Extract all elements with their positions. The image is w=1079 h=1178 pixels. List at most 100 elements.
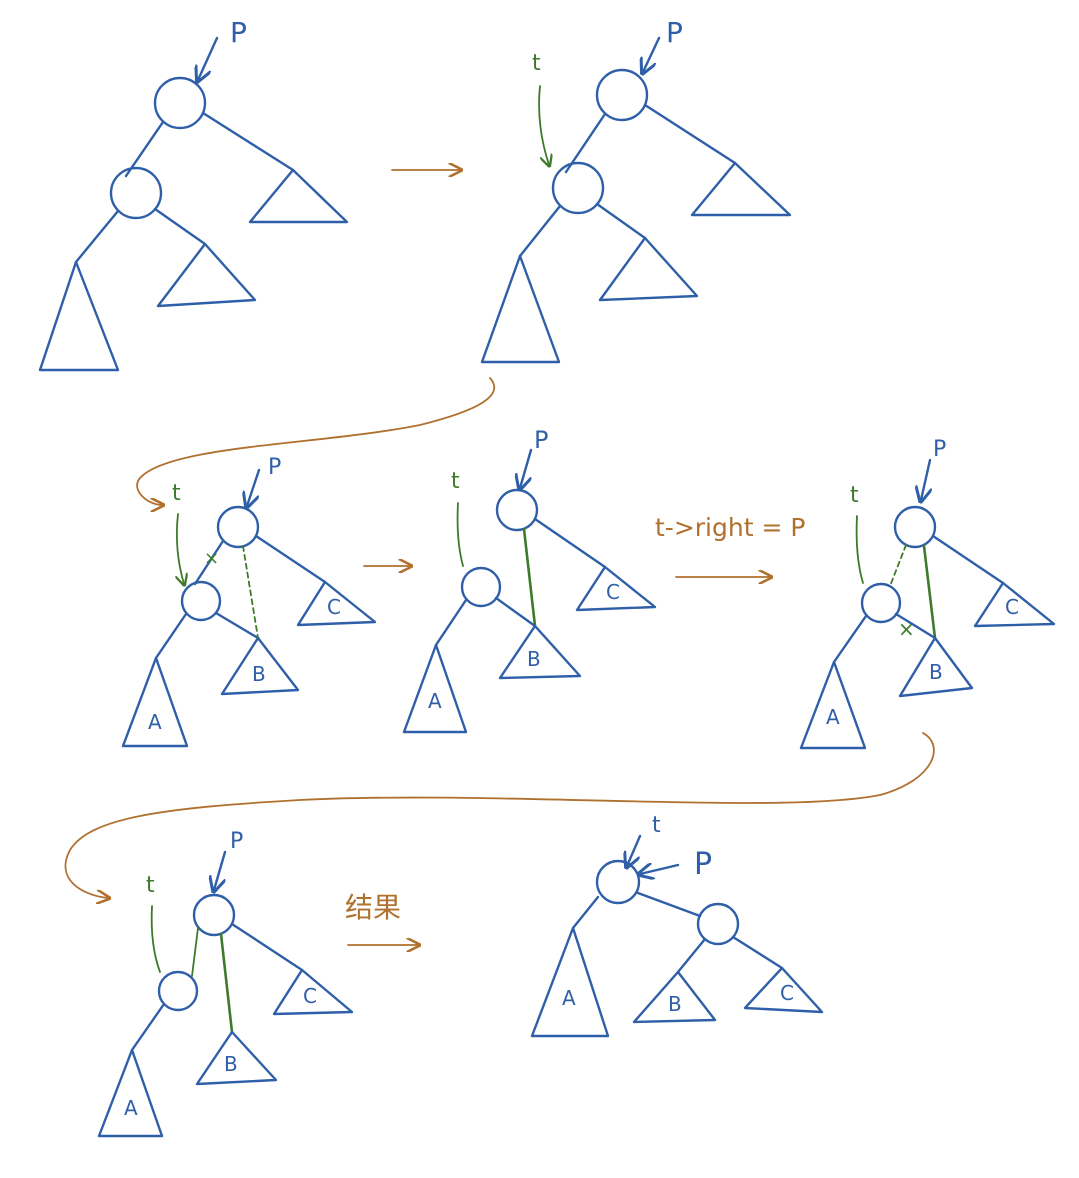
p-label: P: [694, 847, 712, 882]
subtree-b: [195, 1030, 278, 1086]
t-label: t: [850, 483, 859, 508]
node-p: [696, 902, 740, 946]
edge-p-right: [731, 935, 784, 970]
edge-t-left: [571, 895, 600, 930]
t-label: t: [146, 873, 155, 898]
subtree-b-label: B: [668, 992, 682, 1016]
node-p: [595, 68, 649, 122]
node-t-root: [595, 859, 641, 905]
subtree-b: [632, 970, 717, 1024]
edge-p-right: [931, 534, 1005, 585]
p-pointer-arrow: [214, 850, 227, 890]
edge-p-left: [193, 539, 225, 586]
result-label: 结果: [345, 891, 401, 924]
link-p-left-to-b: [219, 932, 234, 1034]
subtree-a: [402, 643, 468, 734]
edge-t-right: [153, 207, 207, 246]
link-p-left-to-b: [522, 527, 537, 628]
subtree-c-label: C: [303, 984, 317, 1008]
step-note: t->right = P: [655, 513, 805, 542]
node-t: [551, 161, 605, 215]
edge-t-left: [130, 1002, 166, 1052]
node-p: [192, 893, 236, 937]
edge-t-right: [636, 891, 702, 918]
p-label: P: [230, 829, 243, 854]
t-pointer-arrow: [177, 513, 184, 584]
edge-t-right: [595, 202, 647, 240]
subtree-a: [480, 254, 561, 364]
edge-p-right: [643, 103, 737, 165]
step-4-p-left-to-b: P C B A t: [402, 426, 657, 734]
t-pointer-arrow: [538, 85, 549, 165]
edge-t-left: [434, 598, 468, 647]
subtree-a: [38, 260, 120, 372]
subtree-a: [97, 1048, 164, 1138]
subtree-b: [598, 236, 699, 302]
subtree-b: [898, 636, 974, 698]
subtree-a-label: A: [148, 710, 162, 734]
subtree-b: [220, 636, 300, 696]
link-p-left-to-b: [922, 544, 937, 640]
p-pointer-arrow: [921, 458, 930, 500]
subtree-a-label: A: [562, 986, 576, 1010]
cut-mark: ×: [898, 617, 915, 641]
t-pointer-arrow: [627, 834, 642, 866]
t-label: t: [652, 813, 661, 838]
subtree-a-label: A: [428, 689, 442, 713]
link-t-right-to-p: [191, 927, 199, 977]
p-label: P: [933, 437, 946, 462]
step-1-initial-tree: P: [38, 16, 349, 372]
subtree-c: [575, 565, 657, 612]
p-pointer-arrow: [640, 865, 680, 874]
subtree-b-label: B: [527, 647, 541, 671]
subtree-c: [296, 580, 377, 627]
node-p: [216, 505, 260, 549]
node-t: [157, 970, 199, 1012]
node-t: [180, 580, 222, 622]
t-pointer-line: [150, 905, 161, 973]
node-t: [860, 582, 902, 624]
subtree-c-label: C: [1005, 595, 1019, 619]
step-7-result-tree: t P A B C: [530, 813, 824, 1038]
t-pointer-line: [855, 515, 864, 584]
p-label: P: [268, 455, 281, 480]
step-2-t-assigned: P t: [480, 16, 792, 364]
subtree-c: [973, 581, 1056, 628]
step-3-cut-left-link: P C × B A t: [121, 455, 377, 748]
dashed-link-p-to-b: [242, 545, 259, 639]
edge-p-right: [230, 922, 304, 972]
subtree-a: [799, 660, 867, 750]
edge-p-right: [254, 534, 327, 584]
edge-p-left: [124, 120, 165, 178]
edge-t-left: [518, 204, 562, 258]
p-pointer-arrow: [198, 36, 219, 80]
step-5-t-right-to-p: P C × B A t: [799, 437, 1056, 750]
edge-t-left: [154, 612, 188, 660]
node-p: [495, 488, 539, 532]
subtree-c-label: C: [780, 981, 794, 1005]
subtree-b-label: B: [252, 662, 266, 686]
t-label: t: [172, 481, 181, 506]
subtree-a: [121, 656, 189, 748]
subtree-b-label: B: [224, 1052, 238, 1076]
edge-p-right: [533, 517, 607, 569]
node-t: [109, 166, 163, 220]
subtree-c: [743, 966, 824, 1014]
edge-p-left: [564, 112, 607, 174]
flow-arrow-2: [136, 377, 496, 505]
p-pointer-arrow: [643, 36, 661, 72]
cut-mark: ×: [204, 548, 219, 569]
t-label: t: [451, 469, 460, 494]
node-p: [893, 505, 937, 549]
subtree-b: [498, 624, 582, 680]
subtree-b: [156, 242, 257, 308]
subtree-c: [690, 161, 792, 217]
p-pointer-arrow: [247, 468, 261, 506]
edge-t-left: [832, 614, 868, 664]
p-label: P: [534, 426, 548, 454]
t-label: t: [532, 51, 541, 76]
node-t: [460, 566, 502, 608]
edge-t-right: [214, 611, 260, 640]
subtree-a: [530, 926, 610, 1038]
